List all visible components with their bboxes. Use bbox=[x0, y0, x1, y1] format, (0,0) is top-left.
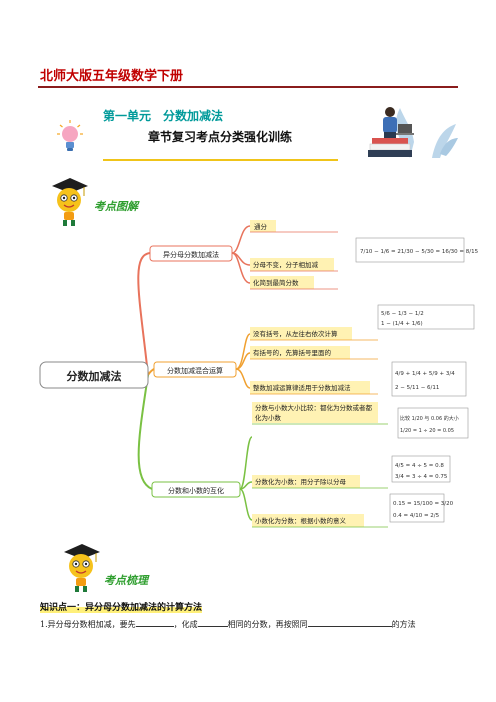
blank-3[interactable] bbox=[307, 618, 392, 627]
example-2b-text: 1 − (1/4 + 1/6) bbox=[381, 321, 423, 327]
leaf-1-3: 化简到最简分数 bbox=[253, 278, 299, 287]
unit-topic: 分数加减法 bbox=[163, 109, 224, 123]
person-at-laptop-illustration bbox=[368, 107, 458, 158]
mindmap-root: 分数加减法 bbox=[39, 361, 149, 389]
example-4a-text: 比较 1/20 与 0.06 的大小 bbox=[400, 415, 459, 422]
section-tag-summary: 考点梳理 bbox=[104, 574, 148, 587]
leaf-3-3: 小数化为分数：根据小数的意义 bbox=[255, 516, 347, 525]
leaf-2-3: 整数加减运算律适用于分数加减法 bbox=[253, 383, 351, 392]
branch-3-label: 分数和小数的互化 bbox=[168, 486, 224, 495]
leaf-3-1: 分数与小数大小比较：都化为分数或者都化为小数 bbox=[255, 404, 372, 422]
example-6b-text: 0.4 = 4/10 = 2/5 bbox=[393, 513, 440, 519]
section-tag-map: 考点图解 bbox=[94, 200, 138, 213]
example-box-3: 4/9 + 1/4 + 5/9 + 3/4 2 − 5/11 − 6/11 bbox=[391, 361, 467, 397]
question-1-part-b: ，化成 bbox=[173, 620, 198, 629]
leaf-1-2: 分母不变，分子相加减 bbox=[253, 260, 319, 269]
example-box-5: 4/5 = 4 ÷ 5 = 0.8 3/4 = 3 ÷ 4 = 0.75 bbox=[391, 455, 451, 483]
example-3b-text: 2 − 5/11 − 6/11 bbox=[395, 385, 439, 391]
unit-label: 第一单元 bbox=[103, 109, 152, 123]
knowledge-point-title: 知识点一：异分母分数加减法的计算方法 bbox=[40, 600, 203, 613]
example-2a-text: 5/6 − 1/3 − 1/2 bbox=[381, 311, 424, 317]
branch-1: 异分母分数加减法 通分 分母不变，分子相加减 化简到最简分数 bbox=[149, 220, 338, 290]
example-3a-text: 4/9 + 1/4 + 5/9 + 3/4 bbox=[395, 371, 455, 377]
example-box-4: 比较 1/20 与 0.06 的大小 1/20 = 1 ÷ 20 = 0.05 bbox=[397, 407, 469, 439]
leaf-3-2: 分数化为小数：用分子除以分母 bbox=[255, 477, 347, 486]
branch-2: 分数加减混合运算 没有括号，从左往右依次计算 有括号的，先算括号里面的 整数加减… bbox=[153, 327, 378, 395]
question-1-part-d: 的方法 bbox=[391, 620, 416, 629]
question-1: 1.异分母分数相加减，要先 ，化成 相同的分数，再按照同 的方法 bbox=[40, 618, 480, 630]
example-5a-text: 4/5 = 4 ÷ 5 = 0.8 bbox=[395, 463, 444, 469]
blank-1[interactable] bbox=[135, 618, 174, 627]
example-6a-text: 0.15 = 15/100 = 3/20 bbox=[393, 501, 454, 507]
graduate-mascot-icon-2 bbox=[64, 544, 100, 592]
chapter-subtitle: 章节复习考点分类强化训练 bbox=[148, 130, 293, 144]
branch-3: 分数和小数的互化 分数与小数大小比较：都化为分数或者都化为小数 分数化为小数：用… bbox=[151, 402, 388, 528]
graduate-mascot-icon bbox=[52, 178, 88, 226]
example-5b-text: 3/4 = 3 ÷ 4 = 0.75 bbox=[395, 474, 448, 480]
branch-1-label: 异分母分数加减法 bbox=[163, 250, 219, 259]
example-box-1: 7/10 − 1/6 = 21/30 − 5/30 = 16/30 = 8/15 bbox=[355, 237, 479, 263]
blank-2[interactable] bbox=[197, 618, 228, 627]
leaf-2-2: 有括号的，先算括号里面的 bbox=[253, 348, 332, 357]
mindmap-root-label: 分数加减法 bbox=[67, 369, 122, 383]
title-underline bbox=[103, 159, 338, 161]
unit-heading: 第一单元分数加减法 bbox=[103, 107, 235, 124]
question-1-part-a: 1.异分母分数相加减，要先 bbox=[40, 620, 136, 629]
example-box-2: 5/6 − 1/3 − 1/2 1 − (1/4 + 1/6) bbox=[377, 304, 475, 330]
branch-2-label: 分数加减混合运算 bbox=[167, 366, 223, 375]
question-1-part-c: 相同的分数，再按照同 bbox=[227, 620, 308, 629]
header-rule bbox=[38, 86, 458, 88]
example-1-text: 7/10 − 1/6 = 21/30 − 5/30 = 16/30 = 8/15 bbox=[360, 249, 479, 255]
example-4b-text: 1/20 = 1 ÷ 20 = 0.05 bbox=[400, 428, 454, 434]
example-box-6: 0.15 = 15/100 = 3/20 0.4 = 4/10 = 2/5 bbox=[389, 493, 454, 523]
leaf-1-1: 通分 bbox=[254, 222, 268, 231]
lightbulb-icon bbox=[57, 120, 83, 151]
document-title: 北师大版五年级数学下册 bbox=[40, 69, 184, 84]
leaf-2-1: 没有括号，从左往右依次计算 bbox=[253, 329, 338, 338]
